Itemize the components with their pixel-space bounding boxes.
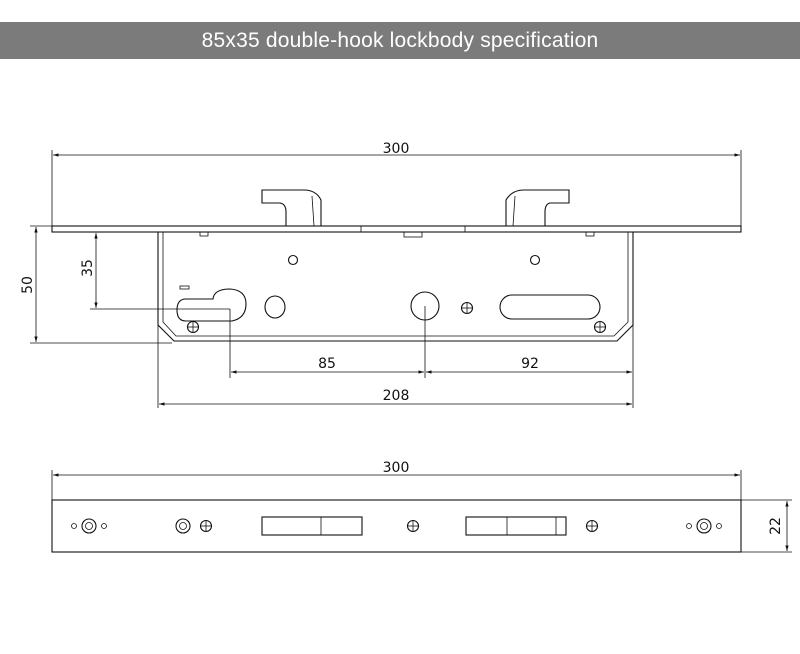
front-view: 300 50 35 85 92 208 (20, 141, 742, 408)
cylinder-hole (176, 288, 247, 322)
dim-plan-width: 22 (768, 517, 784, 535)
countersunk-hole-icon (71, 518, 107, 534)
screw-icon (406, 519, 420, 533)
screw-icon (199, 519, 213, 533)
plan-view: 300 22 (51, 460, 792, 553)
countersunk-hole-icon (175, 518, 191, 534)
page-title: 85x35 double-hook lockbody specification (0, 22, 800, 59)
left-hook-bolt (261, 189, 322, 227)
dim-center-left: 85 (318, 356, 336, 372)
hook-slot-right (465, 516, 567, 536)
screw-icon (186, 320, 200, 334)
hook-slot-left (261, 516, 363, 536)
faceplate (51, 225, 742, 233)
dim-total-length: 300 (383, 141, 410, 157)
dim-backset: 35 (80, 259, 96, 277)
screw-icon (460, 301, 474, 315)
hole-icon (529, 254, 541, 266)
dim-plan-length: 300 (383, 460, 410, 476)
dim-center-right: 92 (521, 356, 539, 372)
slot-hole (499, 294, 601, 320)
screw-icon (593, 320, 607, 334)
right-hook-bolt (505, 189, 570, 227)
dim-body-length: 208 (383, 388, 410, 404)
dim-height: 50 (20, 276, 36, 294)
hole-icon (287, 254, 299, 266)
oval-hole (264, 295, 286, 319)
lock-case (157, 232, 634, 342)
countersunk-hole-icon (686, 518, 722, 534)
screw-icon (585, 519, 599, 533)
faceplate-plan (51, 499, 742, 553)
